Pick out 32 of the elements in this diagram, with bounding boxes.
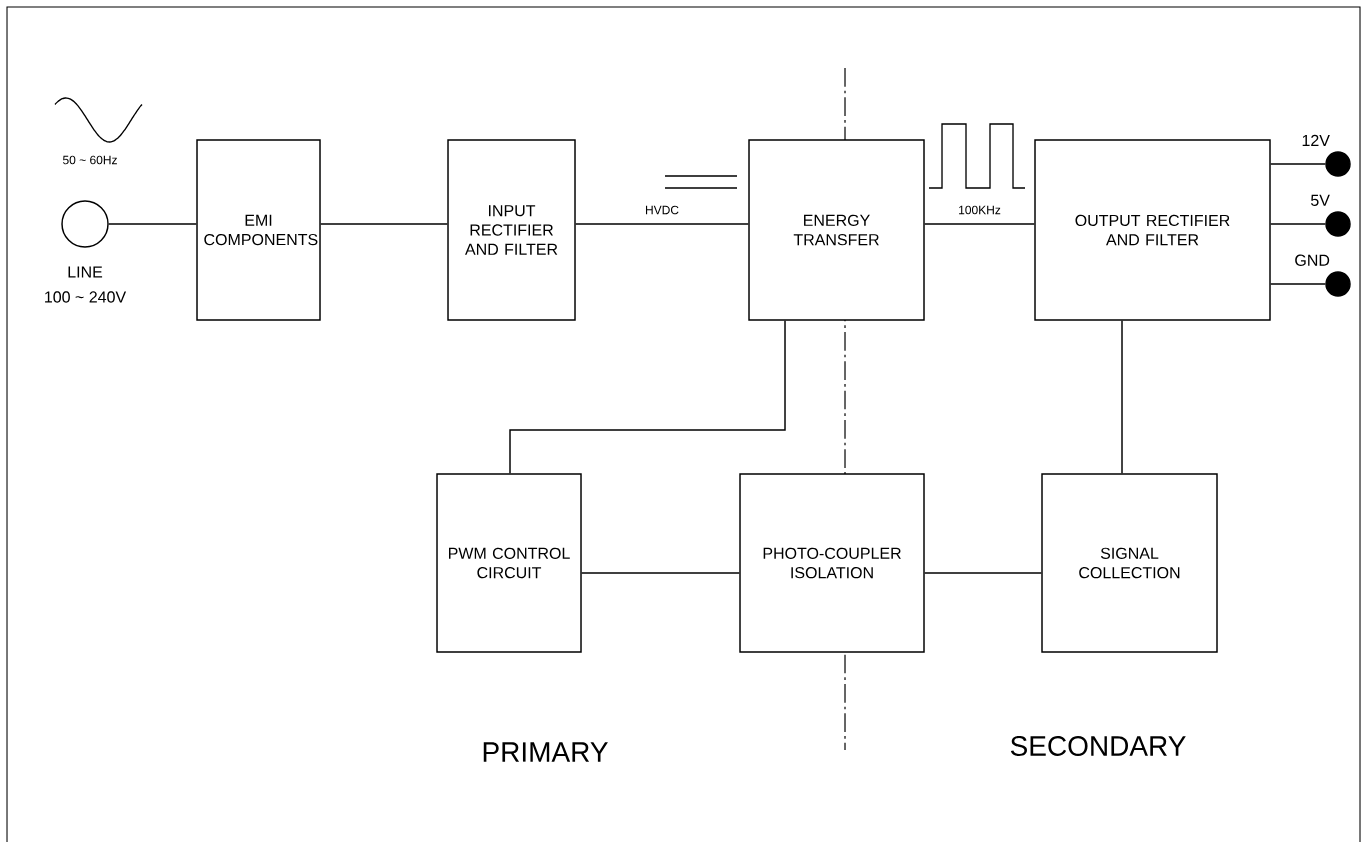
- connector-line: [924, 223, 1035, 225]
- connector-line: [1270, 283, 1326, 285]
- connector-line: [1121, 320, 1123, 474]
- terminal-dot: [1325, 151, 1351, 177]
- edge-label: HVDC: [643, 204, 681, 216]
- connector-line: [1270, 223, 1326, 225]
- process-box: EMI COMPONENTS: [196, 139, 321, 321]
- edge-label: 100KHz: [956, 204, 1003, 216]
- terminal-dot: [1325, 211, 1351, 237]
- process-box: INPUT RECTIFIER AND FILTER: [447, 139, 576, 321]
- process-box: PHOTO-COUPLER ISOLATION: [739, 473, 925, 653]
- connector-line: [924, 572, 1042, 574]
- terminal-label: 12V: [1302, 134, 1330, 146]
- terminal-dot: [1325, 271, 1351, 297]
- terminal-label: LINE: [68, 266, 103, 278]
- process-box: ENERGY TRANSFER: [748, 139, 925, 321]
- connector-line: [108, 223, 197, 225]
- connector-line: [1270, 163, 1326, 165]
- connector-line: [509, 320, 786, 474]
- ac-source-circle: [61, 200, 109, 248]
- process-box: PWM CONTROL CIRCUIT: [436, 473, 582, 653]
- terminal-label: 100 ~ 240V: [45, 291, 127, 303]
- terminal-label: 5V: [1311, 194, 1330, 206]
- process-box: SIGNAL COLLECTION: [1041, 473, 1218, 653]
- connector-line: [575, 223, 749, 225]
- connector-line: [581, 572, 740, 574]
- annotation-text: PRIMARY: [483, 742, 608, 762]
- annotation-text: 50 ~ 60Hz: [62, 155, 117, 165]
- connector-line: [320, 223, 448, 225]
- process-box: OUTPUT RECTIFIER AND FILTER: [1034, 139, 1271, 321]
- annotation-text: SECONDARY: [1010, 736, 1186, 756]
- terminal-label: GND: [1295, 254, 1330, 266]
